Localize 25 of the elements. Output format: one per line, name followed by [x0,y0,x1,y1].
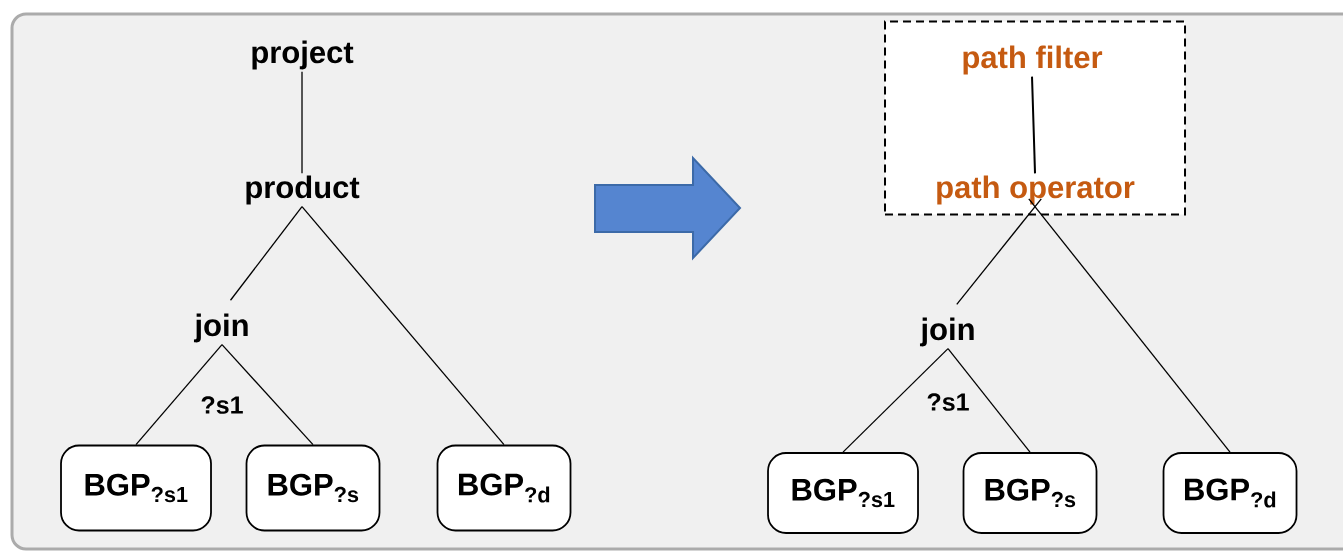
connector-line [947,348,1031,453]
operator-label: join [193,313,248,343]
bgp-box: BGP$_{?s}$ [962,452,1098,534]
connector-line [301,71,303,174]
operator-label: path operator [937,175,1135,205]
connector-line [221,344,314,446]
bgp-box: BGP$_{?d}$ [436,444,572,532]
connector-line [135,344,223,446]
connector-line [1028,198,1231,453]
bgp-box: BGP$_{?s1}$ [60,444,212,532]
operator-label: path filter [963,45,1103,75]
connector-line [229,206,303,301]
dashed-box [884,20,1186,216]
operator-label: project [252,40,354,70]
bgp-box: BGP$_{?s1}$ [767,452,919,534]
connector-line [956,198,1042,306]
bgp-box: BGP$_{?s}$ [245,444,381,532]
operator-label: product [246,175,360,205]
bgp-box: BGP$_{?d}$ [1162,452,1298,534]
connector-line [301,206,505,446]
connector-line [1031,75,1036,175]
variable-label: ?s1 [201,396,243,414]
variable-label: ?s1 [927,393,969,411]
connector-line [842,348,949,453]
operator-label: join [920,317,974,347]
